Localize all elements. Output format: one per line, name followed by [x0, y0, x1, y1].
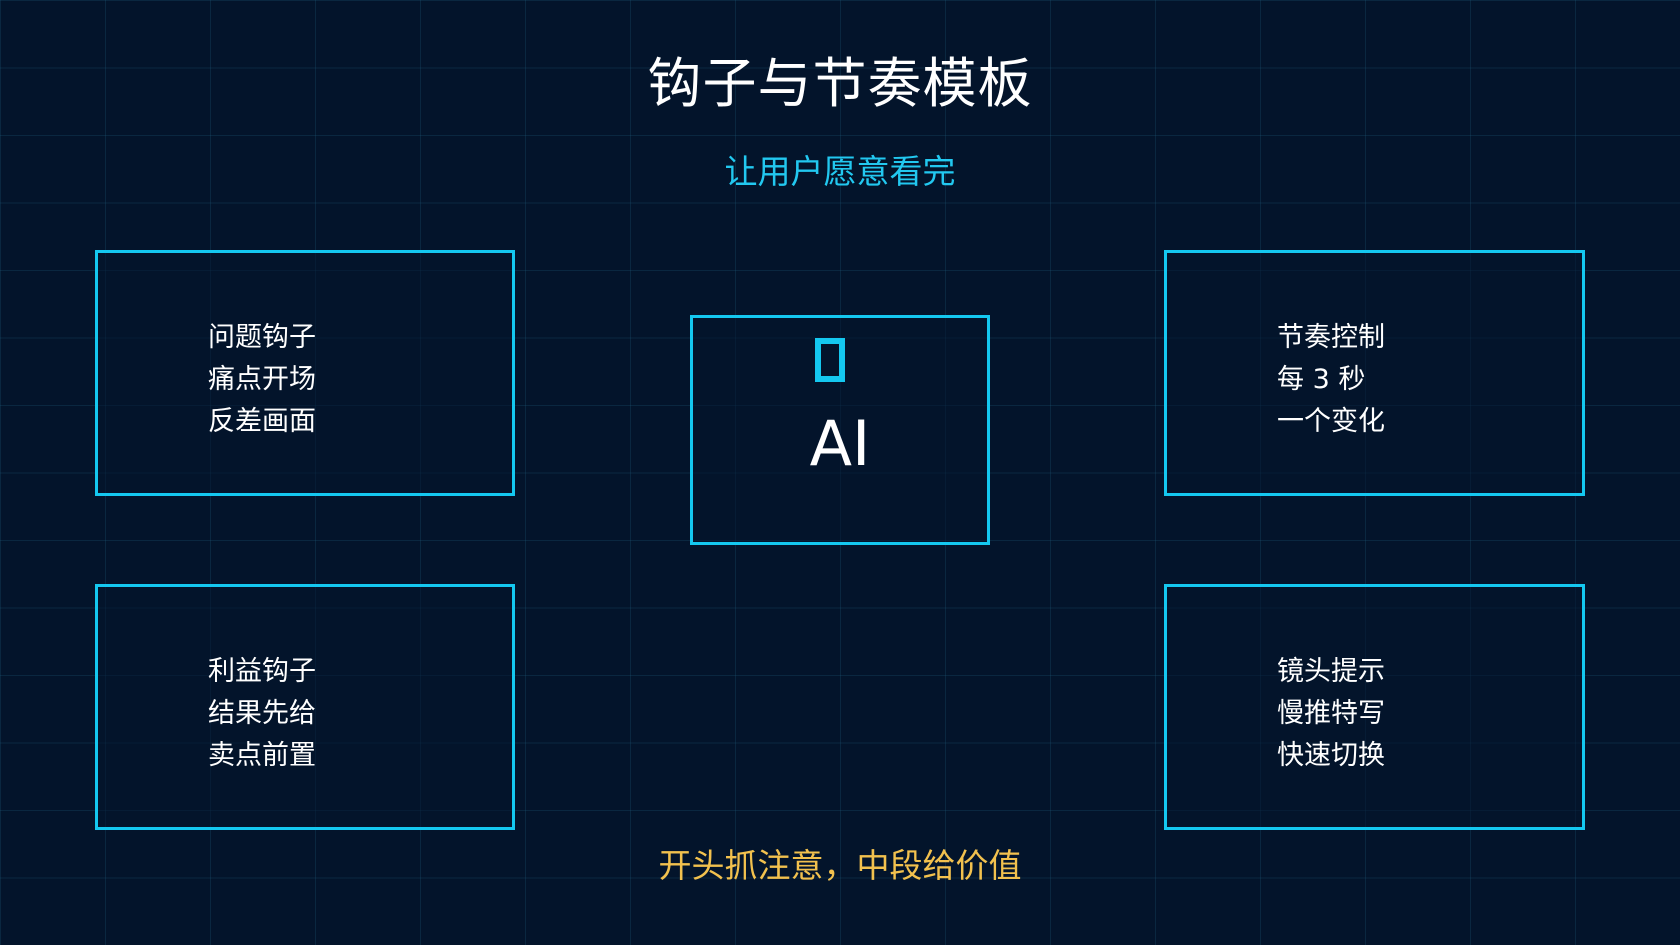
slide-footer: 开头抓注意，中段给价值	[658, 846, 1022, 885]
card-text: 问题钩子 痛点开场 反差画面	[208, 317, 316, 443]
card-text: 节奏控制 每 3 秒 一个变化	[1277, 317, 1385, 443]
slide-subtitle: 让用户愿意看完	[724, 152, 956, 191]
card-line: 痛点开场	[208, 364, 316, 395]
card-line: 镜头提示	[1277, 656, 1385, 687]
center-ai-box: AI	[690, 315, 990, 545]
card-line: 每 3 秒	[1277, 364, 1366, 395]
card-line: 卖点前置	[208, 740, 316, 771]
card-line: 快速切换	[1277, 740, 1385, 771]
card-camera-tips: 镜头提示 慢推特写 快速切换	[1164, 584, 1585, 830]
slide-title: 钩子与节奏模板	[647, 52, 1033, 115]
card-line: 一个变化	[1277, 406, 1385, 437]
card-line: 利益钩子	[208, 656, 316, 687]
card-text: 利益钩子 结果先给 卖点前置	[208, 651, 316, 777]
card-question-hook: 问题钩子 痛点开场 反差画面	[95, 250, 515, 496]
card-rhythm-control: 节奏控制 每 3 秒 一个变化	[1164, 250, 1585, 496]
center-label: AI	[809, 407, 871, 480]
card-text: 镜头提示 慢推特写 快速切换	[1277, 651, 1385, 777]
card-line: 慢推特写	[1277, 698, 1385, 729]
card-line: 反差画面	[208, 406, 316, 437]
card-line: 节奏控制	[1277, 322, 1385, 353]
card-line: 问题钩子	[208, 322, 316, 353]
card-benefit-hook: 利益钩子 结果先给 卖点前置	[95, 584, 515, 830]
box-icon	[815, 338, 845, 382]
card-line: 结果先给	[208, 698, 316, 729]
